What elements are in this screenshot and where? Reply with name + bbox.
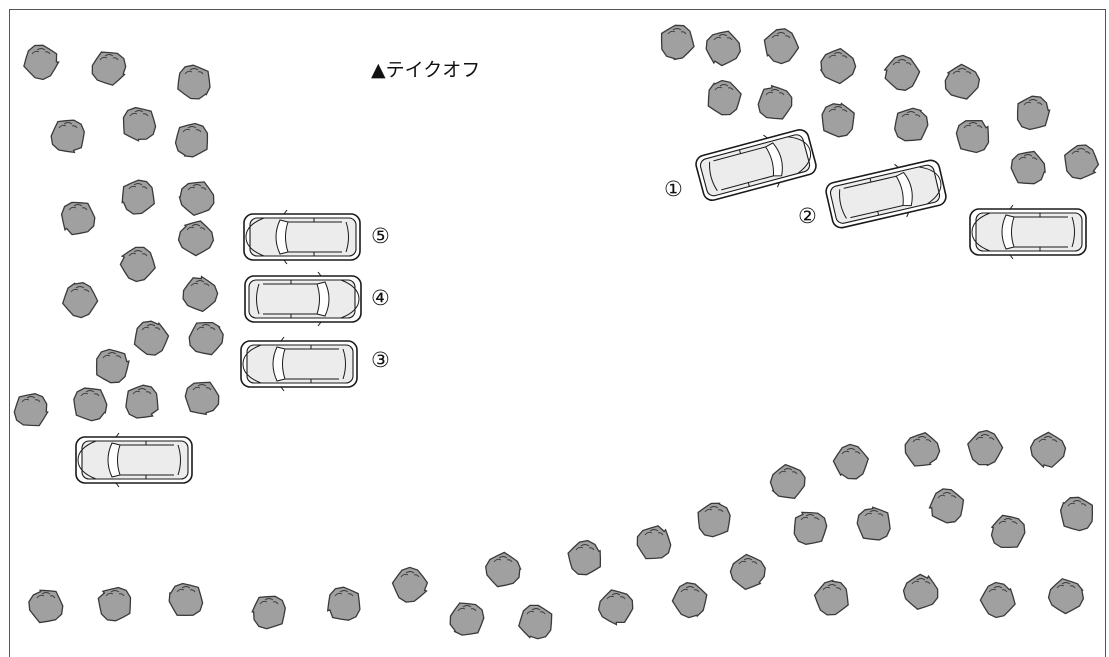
tree-icon xyxy=(758,86,792,119)
tree-icon xyxy=(135,321,169,355)
tree-icon xyxy=(328,587,360,620)
tree-icon xyxy=(98,588,130,621)
tree-icon xyxy=(169,584,202,616)
tree-icon xyxy=(189,323,223,355)
tree-icon xyxy=(815,580,849,615)
tree-icon xyxy=(122,180,154,214)
car-label-3: ③ xyxy=(371,348,390,372)
tree-icon xyxy=(97,349,129,382)
tree-icon xyxy=(770,465,805,499)
tree-icon xyxy=(794,512,826,544)
tree-icon xyxy=(183,277,218,312)
car-label-1: ① xyxy=(664,177,683,201)
tree-icon xyxy=(179,182,213,215)
tree-icon xyxy=(895,108,928,140)
tree-icon xyxy=(1065,145,1099,179)
tree-icon xyxy=(1011,152,1045,184)
tree-icon xyxy=(179,221,214,256)
tree-icon xyxy=(930,489,964,523)
tree-icon xyxy=(833,444,868,478)
car-icon xyxy=(823,155,948,234)
tree-icon xyxy=(945,64,979,99)
tree-icon xyxy=(29,590,63,622)
car-icon xyxy=(970,205,1086,259)
car-icon xyxy=(245,272,361,326)
tree-icon xyxy=(14,394,47,426)
tree-icon xyxy=(486,552,521,586)
tree-icon xyxy=(698,503,730,536)
tree-icon xyxy=(1061,497,1093,530)
car-icon xyxy=(241,337,357,391)
tree-icon xyxy=(599,590,633,625)
tree-icon xyxy=(992,515,1025,547)
tree-icon xyxy=(857,507,890,540)
tree-icon xyxy=(74,388,107,421)
tree-icon xyxy=(124,108,156,141)
tree-icon xyxy=(885,55,920,90)
car-icon xyxy=(244,210,360,264)
tree-icon xyxy=(905,433,939,466)
tree-icon xyxy=(450,603,484,635)
diagram-title: ▲テイクオフ xyxy=(371,59,480,81)
tree-icon xyxy=(1018,96,1050,129)
tree-icon xyxy=(393,567,428,602)
car-label-4: ④ xyxy=(371,286,390,310)
tree-icon xyxy=(706,31,740,65)
tree-icon xyxy=(51,120,84,152)
tree-group xyxy=(14,25,1098,638)
tree-icon xyxy=(708,81,741,115)
tree-icon xyxy=(637,526,670,559)
car-group xyxy=(76,124,1086,487)
tree-icon xyxy=(519,605,552,638)
tree-icon xyxy=(821,49,856,84)
car-icon xyxy=(693,124,819,206)
tree-icon xyxy=(62,202,95,234)
tree-icon xyxy=(980,583,1015,618)
tree-icon xyxy=(126,385,158,418)
tree-icon xyxy=(822,104,854,137)
tree-icon xyxy=(178,65,210,99)
tree-icon xyxy=(92,52,125,85)
tree-icon xyxy=(176,124,208,157)
tree-icon xyxy=(764,29,798,64)
tree-icon xyxy=(120,247,155,281)
tree-icon xyxy=(672,583,706,618)
tree-icon xyxy=(63,283,98,318)
tree-icon xyxy=(968,431,1003,466)
tree-icon xyxy=(662,25,694,59)
car-label-2: ② xyxy=(798,204,817,228)
diagram-frame xyxy=(10,10,1106,657)
tree-icon xyxy=(252,596,285,628)
tree-icon xyxy=(24,45,59,79)
tree-icon xyxy=(904,574,938,609)
tree-icon xyxy=(730,555,765,590)
tree-icon xyxy=(185,382,218,414)
tree-icon xyxy=(568,541,600,575)
car-icon xyxy=(76,433,192,487)
tree-icon xyxy=(1049,579,1084,614)
tree-icon xyxy=(1031,432,1066,467)
tree-icon xyxy=(956,121,988,153)
car-label-5: ⑤ xyxy=(371,224,390,248)
